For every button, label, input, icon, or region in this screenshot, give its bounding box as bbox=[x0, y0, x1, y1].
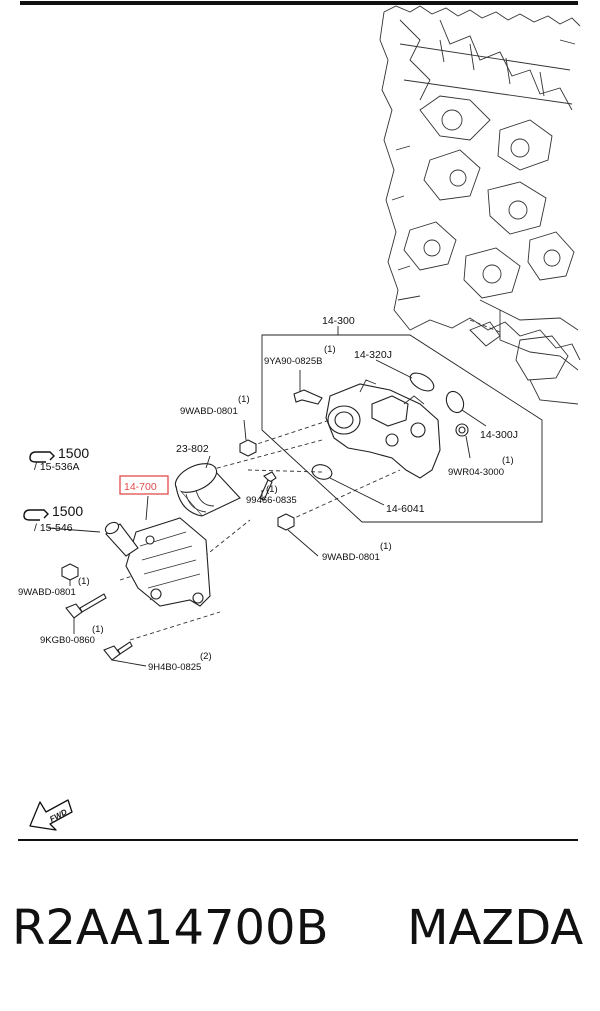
label-9ya90: 9YA90-0825B bbox=[264, 356, 322, 367]
qty-9ya90: (1) bbox=[324, 344, 336, 355]
leader-14-700 bbox=[145, 495, 149, 521]
qty-9kgb0: (1) bbox=[92, 624, 104, 635]
label-14-300j: 14-300J bbox=[480, 429, 518, 441]
leader-14-300j bbox=[461, 409, 487, 427]
label-14-6041: 14-6041 bbox=[386, 503, 425, 515]
hose-ref-arrow-a bbox=[29, 451, 55, 463]
label-9wabd-top: 9WABD-0801 bbox=[180, 406, 238, 417]
leader-14-320j bbox=[375, 359, 413, 379]
oil-filter-housing bbox=[325, 379, 441, 479]
label-9wabd-mid: 9WABD-0801 bbox=[322, 552, 380, 563]
leader-9wabd-top bbox=[243, 419, 247, 441]
fwd-arrow-icon: FWD bbox=[29, 799, 73, 831]
o-ring-14-320j bbox=[409, 372, 435, 392]
ref-15-546: / 15-546 bbox=[34, 522, 73, 534]
caption-part-number: R2AA14700B bbox=[12, 900, 329, 956]
o-ring-14-6041 bbox=[311, 464, 333, 480]
label-9kgb0: 9KGB0-0860 bbox=[40, 635, 95, 646]
nut-9wabd-top bbox=[239, 439, 257, 457]
engine-block bbox=[379, 5, 581, 405]
caption: R2AA14700B MAZDA bbox=[12, 900, 592, 956]
caption-brand: MAZDA bbox=[407, 900, 584, 956]
ref-15-536a: / 15-536A bbox=[34, 461, 80, 473]
hose-ref-arrow-b bbox=[23, 509, 49, 521]
label-14-700: 14-700 bbox=[124, 481, 157, 493]
label-group-14-300: 14-300 bbox=[322, 315, 355, 327]
qty-99466: (1) bbox=[266, 484, 278, 495]
leader-9wabd-mid bbox=[287, 529, 319, 557]
ref-1500-b: 1500 bbox=[52, 503, 83, 519]
o-ring-14-300j bbox=[445, 390, 465, 414]
bolt-9ya90 bbox=[293, 389, 323, 405]
group-outline-14-300 bbox=[261, 334, 543, 523]
label-23-802: 23-802 bbox=[176, 443, 209, 455]
qty-9wabd-mid: (1) bbox=[380, 541, 392, 552]
ref-1500-a: 1500 bbox=[58, 445, 89, 461]
leader-23-802 bbox=[205, 455, 211, 469]
label-9wabd-left: 9WABD-0801 bbox=[18, 587, 76, 598]
leader-9wr04 bbox=[465, 435, 471, 459]
nut-9wabd-mid bbox=[277, 513, 295, 531]
leader-14-6041 bbox=[329, 477, 385, 506]
label-99466: 99466-0835 bbox=[246, 495, 297, 506]
label-14-320j: 14-320J bbox=[354, 349, 392, 361]
nut-9wabd-left bbox=[61, 563, 79, 581]
qty-9wabd-left: (1) bbox=[78, 576, 90, 587]
qty-9wabd-top: (1) bbox=[238, 394, 250, 405]
bolt-99466 bbox=[259, 471, 277, 501]
bolt-9h4b0 bbox=[103, 641, 133, 661]
qty-9h4b0: (2) bbox=[200, 651, 212, 662]
label-9h4b0: 9H4B0-0825 bbox=[148, 662, 201, 673]
qty-9wr04: (1) bbox=[502, 455, 514, 466]
highlight-box-14-700 bbox=[119, 475, 169, 495]
oil-cooler-14-700 bbox=[104, 517, 211, 607]
oil-filter-23-802 bbox=[174, 463, 241, 517]
label-9wr04: 9WR04-3000 bbox=[448, 467, 504, 478]
bolt-9kgb0 bbox=[65, 593, 107, 619]
leader-9h4b0 bbox=[111, 659, 147, 667]
leader-hose-a bbox=[47, 527, 101, 533]
